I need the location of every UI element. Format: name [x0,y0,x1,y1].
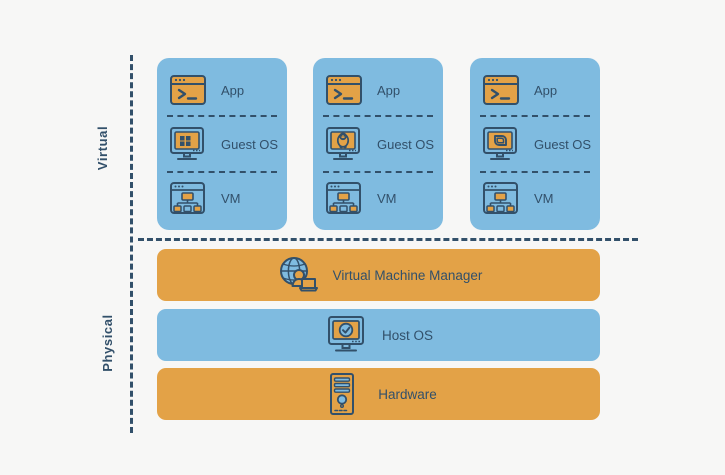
layer-bar-host-os[interactable]: Host OS [157,309,600,361]
row-separator [323,115,433,117]
vm-card-row-guest-os: Guest OS [313,115,443,172]
vm-card-row-guest-os: Guest OS [470,115,600,172]
vm-row-label: Guest OS [534,136,592,152]
vm-card-row-app: App [313,64,443,116]
terminal-window-icon [323,69,365,111]
vm-card-row-vm: VM [313,171,443,224]
monitor-check-icon [324,313,368,357]
terminal-window-icon [167,69,209,111]
row-separator [323,171,433,173]
layer-bar-virtual-machine-manager[interactable]: Virtual Machine Manager [157,249,600,301]
vm-hierarchy-window-icon [480,177,522,219]
vm-row-label: Guest OS [377,136,435,152]
vm-hierarchy-window-icon [167,177,209,219]
row-separator [480,115,590,117]
vm-card-row-app: App [470,64,600,116]
layer-bar-hardware[interactable]: Hardware [157,368,600,420]
row-separator [480,171,590,173]
vm-card-row-guest-os: Guest OS [157,115,287,172]
axis-label-physical: Physical [100,314,115,372]
windows-monitor-icon [167,123,209,165]
layer-bar-label: Hardware [378,386,437,402]
vm-row-label: VM [377,190,397,206]
vm-row-label: VM [221,190,241,206]
horizontal-dashed-divider [138,238,638,241]
layer-bar-label: Virtual Machine Manager [332,267,483,283]
server-tower-icon [320,372,364,416]
vm-row-label: App [534,82,558,98]
vertical-dashed-divider [130,55,133,433]
vm-row-label: VM [534,190,554,206]
globe-user-laptop-icon [275,253,319,297]
row-separator [167,171,277,173]
layer-bar-label: Host OS [381,327,433,343]
axis-label-virtual: Virtual [95,125,110,171]
terminal-window-icon [480,69,522,111]
vm-row-label: App [221,82,245,98]
vm-card[interactable]: App Guest OS [157,58,287,230]
vm-card[interactable]: App Guest OS [313,58,443,230]
vm-card[interactable]: App Guest OS [470,58,600,230]
vm-row-label: App [377,82,401,98]
vm-card-row-vm: VM [470,171,600,224]
vm-hierarchy-window-icon [323,177,365,219]
row-separator [167,115,277,117]
vm-row-label: Guest OS [221,136,279,152]
linux-penguin-monitor-icon [323,123,365,165]
vm-card-row-vm: VM [157,171,287,224]
vm-card-row-app: App [157,64,287,116]
spiral-layers-monitor-icon [480,123,522,165]
